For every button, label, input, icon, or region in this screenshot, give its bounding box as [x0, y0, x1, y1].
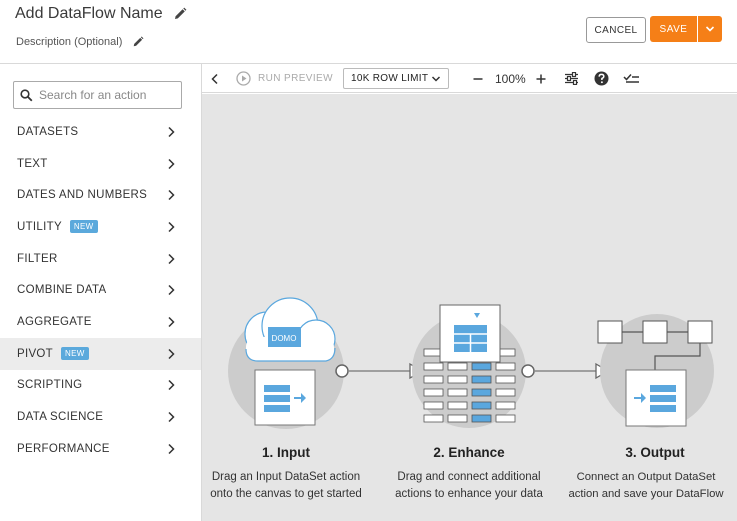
action-search[interactable]	[13, 81, 182, 109]
sidebar-item-label: DATA SCIENCE	[17, 411, 104, 424]
sidebar-item-data-science[interactable]: DATA SCIENCE	[0, 401, 201, 433]
enhance-connector	[521, 364, 535, 378]
sidebar-item-datasets[interactable]: DATASETS	[0, 116, 201, 148]
checklist-icon	[623, 73, 639, 83]
settings-button[interactable]	[564, 64, 579, 93]
step-input-line-2: onto the canvas to get started	[210, 488, 362, 500]
sidebar-item-label: PIVOT	[17, 347, 54, 360]
chevron-right-icon	[168, 316, 175, 327]
step-enhance-title: 2. Enhance	[433, 445, 505, 460]
step-input-description: Drag an Input DataSet action onto the ca…	[186, 469, 386, 503]
save-options-button[interactable]	[698, 16, 722, 42]
edit-description-icon[interactable]	[132, 36, 144, 48]
sidebar-item-label: DATES AND NUMBERS	[17, 189, 148, 202]
step-output-description: Connect an Output DataSet action and sav…	[555, 469, 737, 503]
search-icon	[20, 88, 33, 101]
step-input-title: 1. Input	[262, 445, 310, 460]
chevron-left-icon	[211, 73, 218, 84]
chevron-right-icon	[168, 126, 175, 137]
sidebar-item-label: SCRIPTING	[17, 379, 83, 392]
sidebar-item-pivot[interactable]: PIVOT NEW	[0, 337, 201, 370]
step-output-line-1: Connect an Output DataSet	[576, 471, 716, 483]
dataflow-canvas[interactable]: DOMO	[202, 94, 737, 521]
sidebar-item-aggregate[interactable]: AGGREGATE	[0, 306, 201, 338]
canvas-toolbar: RUN PREVIEW 10K ROW LIMIT 100%	[202, 63, 737, 93]
sidebar-item-label: FILTER	[17, 252, 58, 265]
header: Add DataFlow Name Description (Optional)…	[0, 0, 737, 62]
title-row: Add DataFlow Name	[15, 5, 187, 23]
sidebar-item-label: UTILITY	[17, 220, 62, 233]
sliders-icon	[565, 72, 578, 85]
help-icon	[594, 71, 609, 86]
chevron-right-icon	[168, 348, 175, 359]
sidebar-item-utility[interactable]: UTILITY NEW	[0, 211, 201, 243]
dataflow-title[interactable]: Add DataFlow Name	[15, 5, 163, 22]
sidebar-item-filter[interactable]: FILTER	[0, 243, 201, 275]
chevron-right-icon	[168, 253, 175, 264]
help-button[interactable]	[594, 64, 609, 93]
cloud-icon	[244, 297, 336, 362]
sidebar-item-dates-and-numbers[interactable]: DATES AND NUMBERS	[0, 179, 201, 211]
sidebar-item-label: COMBINE DATA	[17, 284, 107, 297]
step-output-title: 3. Output	[625, 445, 685, 460]
sidebar-item-combine-data[interactable]: COMBINE DATA	[0, 274, 201, 306]
action-sidebar: DATASETS TEXT DATES AND NUMBERS UTILITY …	[0, 63, 202, 521]
sidebar-item-label: TEXT	[17, 157, 48, 170]
step-enhance-description: Drag and connect additional actions to e…	[369, 469, 569, 503]
step-enhance-line-1: Drag and connect additional	[397, 471, 541, 483]
sidebar-item-label: DATASETS	[17, 125, 79, 138]
chevron-down-icon	[705, 26, 715, 32]
cancel-button[interactable]: CANCEL	[586, 17, 646, 43]
input-connector	[335, 364, 349, 378]
save-button[interactable]: SAVE	[650, 16, 697, 42]
output-flow-icon	[597, 320, 713, 427]
chevron-right-icon	[168, 443, 175, 454]
sidebar-item-performance[interactable]: PERFORMANCE	[0, 433, 201, 465]
domo-logo-text: DOMO	[272, 334, 297, 343]
run-preview-button[interactable]: RUN PREVIEW	[236, 64, 333, 93]
chevron-right-icon	[168, 285, 175, 296]
data-table-icon	[423, 304, 516, 423]
chevron-right-icon	[168, 412, 175, 423]
dataflow-description[interactable]: Description (Optional)	[16, 36, 123, 48]
edit-title-icon[interactable]	[173, 7, 187, 21]
validate-button[interactable]	[623, 64, 641, 93]
step-enhance-line-2: actions to enhance your data	[395, 488, 543, 500]
zoom-in-button[interactable]	[535, 64, 547, 93]
chevron-right-icon	[168, 158, 175, 169]
chevron-right-icon	[168, 190, 175, 201]
plus-icon	[536, 74, 546, 83]
play-circle-icon	[236, 71, 251, 86]
zoom-out-button[interactable]	[472, 64, 484, 93]
chevron-down-icon	[431, 76, 441, 82]
step-output-line-2: action and save your DataFlow	[568, 488, 724, 500]
input-dataset-card	[254, 369, 316, 426]
search-input[interactable]	[39, 88, 169, 102]
sidebar-item-label: AGGREGATE	[17, 315, 92, 328]
onboarding-illustration: DOMO	[228, 297, 714, 429]
sidebar-item-text[interactable]: TEXT	[0, 148, 201, 180]
row-limit-label: 10K ROW LIMIT	[351, 73, 429, 84]
new-badge: NEW	[69, 220, 98, 234]
sidebar-item-label: PERFORMANCE	[17, 442, 110, 455]
collapse-sidebar-button[interactable]	[210, 64, 220, 93]
zoom-level: 100%	[495, 71, 526, 86]
new-badge: NEW	[61, 347, 89, 361]
chevron-right-icon	[168, 380, 175, 391]
description-row: Description (Optional)	[16, 36, 144, 48]
action-category-list: DATASETS TEXT DATES AND NUMBERS UTILITY …	[0, 116, 201, 465]
row-limit-select[interactable]: 10K ROW LIMIT	[343, 68, 449, 89]
run-preview-label: RUN PREVIEW	[258, 73, 333, 84]
sidebar-item-scripting[interactable]: SCRIPTING	[0, 370, 201, 402]
minus-icon	[473, 77, 483, 80]
step-input-line-1: Drag an Input DataSet action	[211, 471, 361, 483]
chevron-right-icon	[168, 221, 175, 232]
